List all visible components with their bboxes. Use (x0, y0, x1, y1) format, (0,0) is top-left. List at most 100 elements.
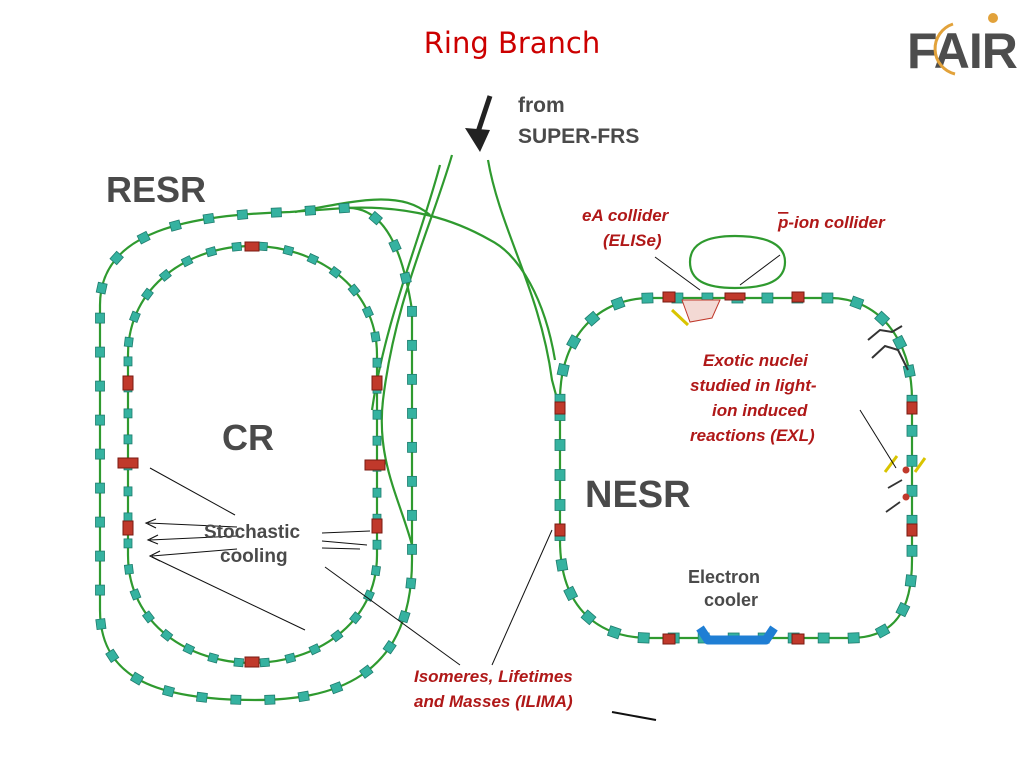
magnet (105, 648, 120, 663)
magnet (407, 475, 417, 487)
transfer-line-4 (344, 206, 557, 361)
magnet (136, 230, 151, 245)
transfer-line-5 (294, 198, 431, 216)
magnet (362, 589, 375, 602)
stochastic-cooling-line2: cooling (220, 546, 288, 567)
magnet (904, 574, 917, 588)
magnet (270, 207, 282, 218)
exl-line1: Exotic nuclei (703, 351, 809, 370)
magnet-group (95, 202, 918, 705)
magnet (168, 219, 182, 232)
magnet (407, 407, 417, 419)
magnet (407, 543, 417, 555)
magnet (308, 643, 322, 656)
magnet (407, 305, 417, 317)
magnet (123, 434, 133, 445)
transfer-line-3 (486, 159, 562, 411)
elise-detector (670, 299, 721, 327)
magnet (388, 238, 402, 253)
injection-arrow (465, 95, 493, 152)
magnet (202, 212, 215, 225)
magnet (304, 205, 317, 216)
fair-logo-dot (988, 13, 998, 23)
magnet (405, 577, 417, 590)
magnet (180, 255, 194, 268)
magnet (892, 334, 908, 351)
magnet (338, 202, 350, 214)
magnet (906, 544, 918, 557)
magnet (182, 642, 196, 656)
cavity (122, 520, 134, 536)
magnet (906, 424, 918, 437)
magnet (205, 246, 218, 258)
magnet (849, 295, 865, 310)
magnet (370, 331, 381, 343)
magnet (95, 346, 105, 358)
magnet (906, 454, 918, 467)
exl-line3: ion induced (712, 401, 808, 420)
magnet (160, 628, 174, 642)
magnet (563, 585, 579, 602)
magnet (372, 487, 382, 498)
exl-line2: studied in light- (690, 376, 817, 395)
cavity (244, 656, 260, 668)
cavity (662, 291, 676, 303)
magnet (895, 601, 911, 618)
magnet (372, 539, 382, 550)
magnet (761, 292, 774, 304)
magnet (372, 435, 382, 446)
electron-cooler-line2: cooler (704, 590, 758, 610)
cavity (724, 292, 746, 301)
fair-logo: FAIR (907, 13, 1017, 79)
magnet (372, 409, 382, 420)
magnet (566, 334, 582, 350)
magnet (580, 609, 597, 626)
p-ion-collider-bar: p (777, 213, 788, 232)
magnet (284, 652, 297, 664)
magnet (349, 611, 363, 625)
magnet (140, 287, 154, 301)
cavity (371, 518, 383, 534)
magnet (95, 618, 107, 631)
magnet (637, 632, 650, 644)
cavity (244, 241, 260, 252)
magnet (264, 694, 276, 705)
magnet (347, 283, 361, 297)
magnet (847, 632, 860, 644)
p-ion-collider-label: p-ion collider (777, 213, 886, 232)
magnet (874, 623, 891, 639)
cavity (554, 523, 566, 537)
magnet (874, 310, 891, 327)
magnet (95, 550, 105, 562)
magnet (95, 414, 105, 426)
rf-cavities (117, 241, 918, 668)
magnet (407, 441, 417, 453)
fair-logo-arc (933, 22, 956, 76)
magnet (233, 657, 244, 668)
magnet (821, 292, 834, 304)
magnet (906, 484, 918, 497)
magnet (370, 565, 381, 577)
magnet (236, 209, 249, 220)
slide-title: Ring Branch (423, 26, 601, 60)
pointer-arrowheads (144, 518, 161, 562)
magnet (330, 629, 344, 643)
magnet (282, 245, 295, 256)
injection-label-line1: from (518, 94, 565, 117)
magnet (407, 509, 417, 521)
magnet (123, 538, 133, 549)
magnet (297, 690, 310, 703)
magnet (259, 657, 270, 668)
ea-collider-line2: (ELISe) (603, 231, 662, 250)
magnet (368, 210, 383, 226)
electron-cooler (696, 625, 778, 645)
magnet (95, 312, 105, 324)
fair-logo-text: FAIR (907, 23, 1017, 79)
electron-cooler-line1: Electron (688, 567, 760, 587)
magnet (372, 357, 382, 368)
magnet (817, 632, 830, 644)
magnet (123, 486, 133, 497)
p-ion-collider-rest: -ion collider (788, 213, 886, 232)
magnet (328, 265, 342, 279)
